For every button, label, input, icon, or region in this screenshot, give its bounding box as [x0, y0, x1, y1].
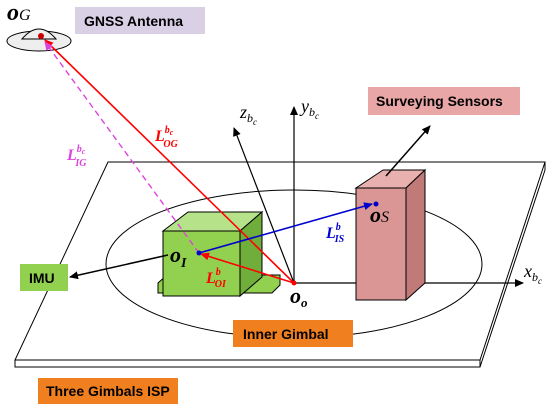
gnss-antenna-box — [75, 7, 205, 34]
surveying-sensors-label: Surveying Sensors — [376, 93, 503, 109]
surveying-sensor-block — [354, 168, 427, 302]
platform-side — [14, 169, 546, 368]
point-oi-dot — [196, 250, 202, 256]
point-oi-label: oI — [170, 242, 187, 271]
gnss-antenna-icon — [6, 28, 72, 52]
inner-gimbal-label: Inner Gimbal — [243, 326, 329, 342]
point-os-dot — [373, 201, 379, 207]
surveying-sensors-box — [368, 87, 520, 115]
imu-label: IMU — [29, 270, 55, 286]
imu-box — [20, 264, 68, 291]
vector-ig — [44, 41, 200, 254]
vector-is — [198, 202, 373, 254]
sensor-pointer-arrow — [385, 125, 431, 177]
gnss-antenna-label: GNSS Antenna — [84, 13, 183, 29]
three-gimbals-isp-box — [38, 378, 178, 404]
point-oo-dot — [291, 280, 297, 286]
three-gimbals-isp-label: Three Gimbals ISP — [46, 383, 170, 399]
imu-pointer-arrow — [69, 254, 169, 280]
point-oo-label: oo — [290, 283, 308, 310]
imu-cube — [157, 210, 281, 298]
point-og-label: oG — [7, 0, 31, 26]
y-axis-label: ybc — [299, 96, 319, 121]
inner-gimbal-box — [233, 320, 353, 347]
x-axis-label: xbc — [523, 261, 542, 286]
vector-og — [44, 39, 295, 284]
z-axis — [233, 127, 295, 284]
point-os-label: oS — [370, 202, 389, 227]
z-axis-label: zbc — [239, 102, 257, 127]
vector-oi — [200, 252, 295, 284]
